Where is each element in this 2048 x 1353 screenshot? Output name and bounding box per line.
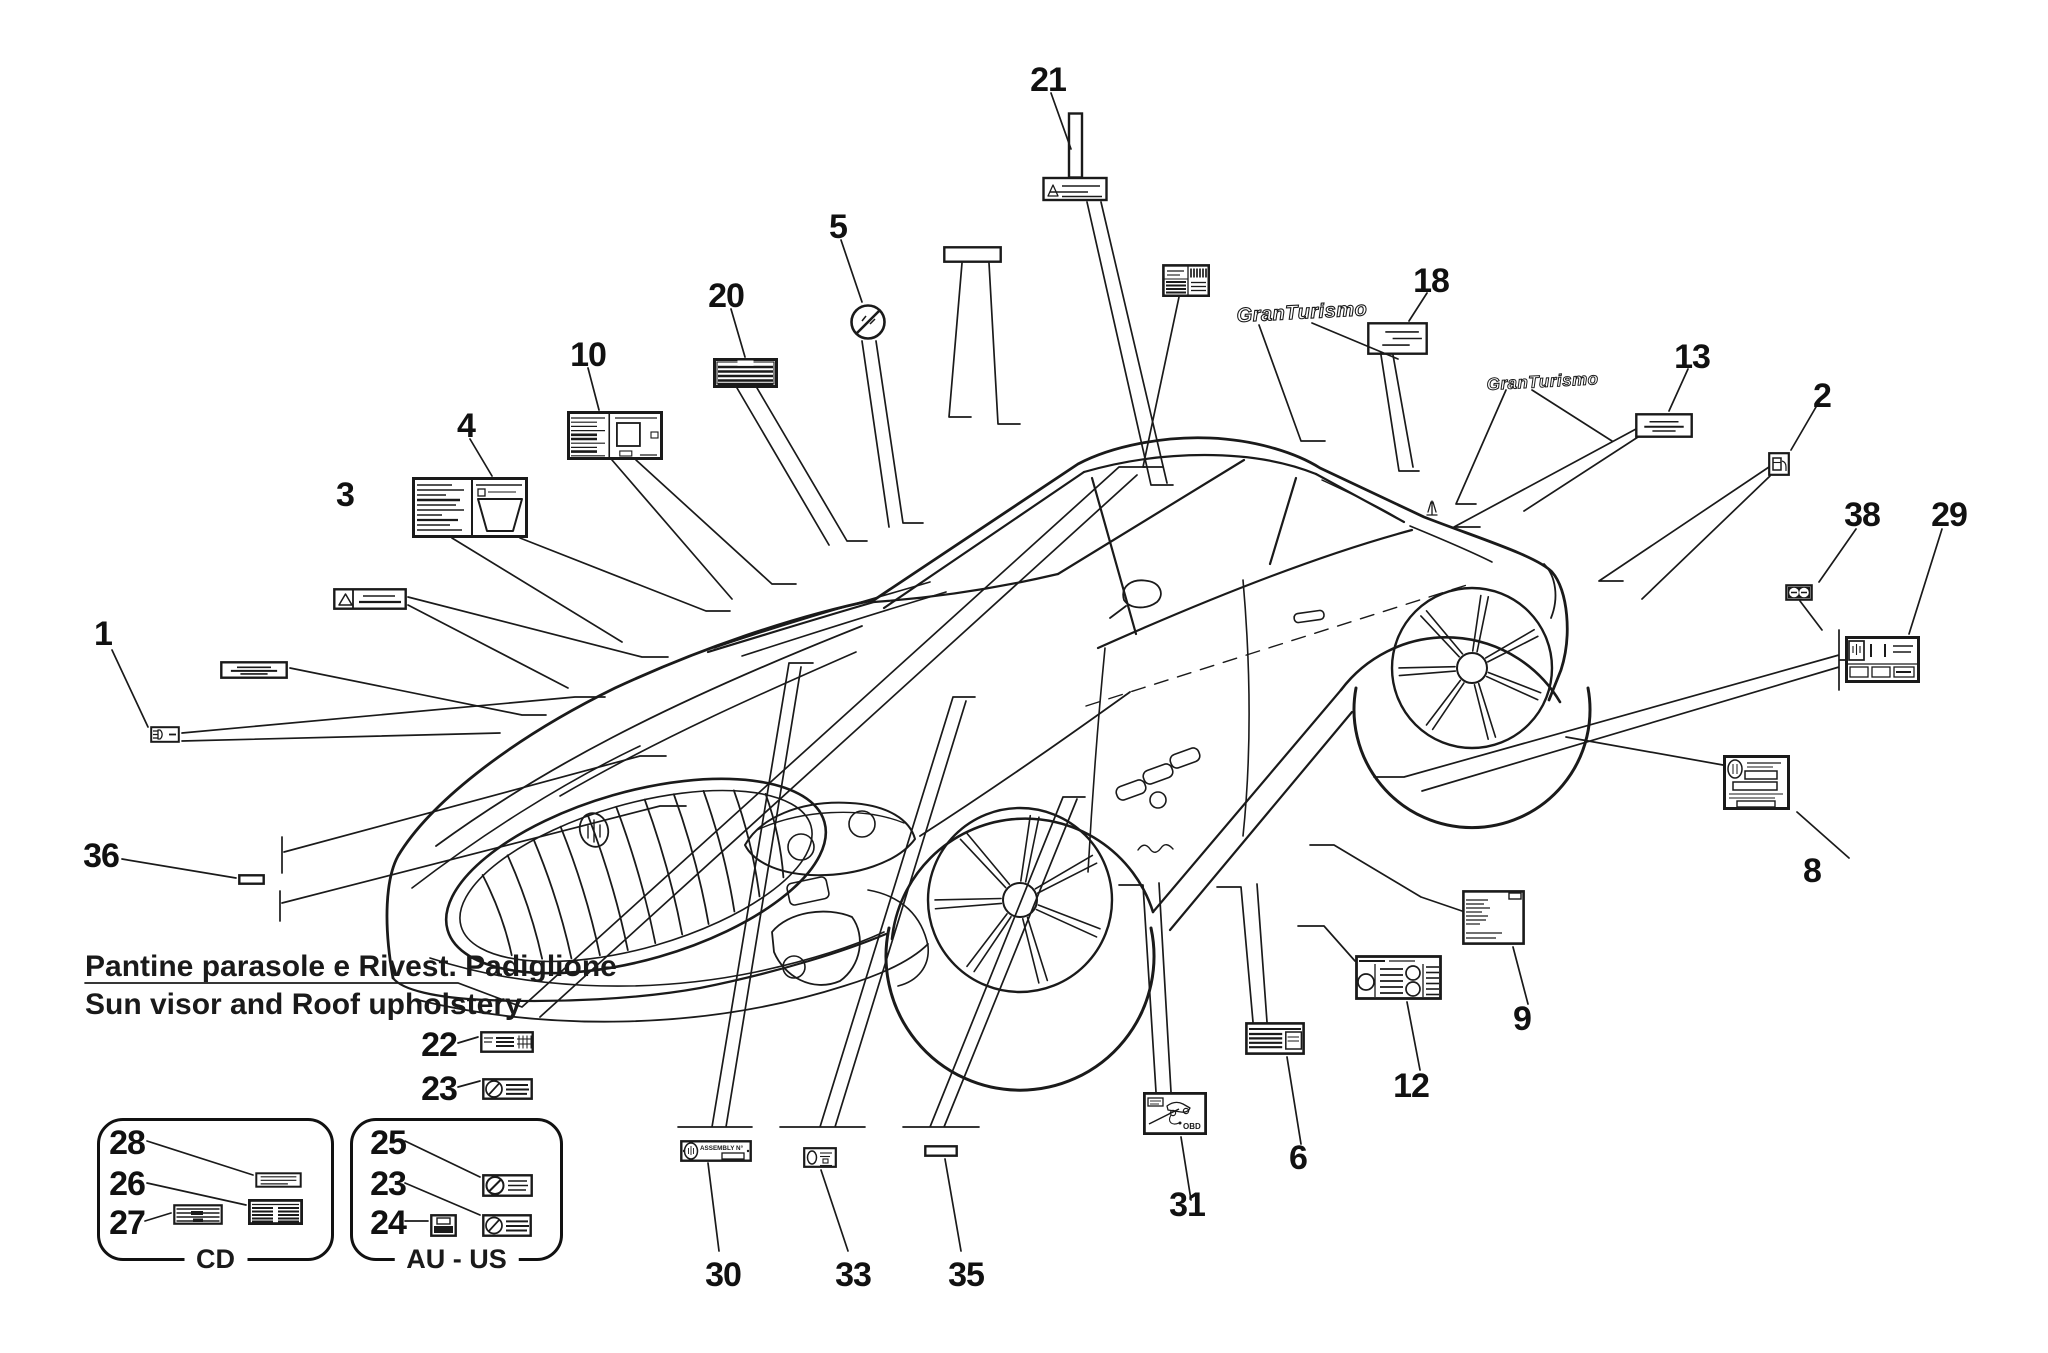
group-box-cd-label: CD <box>184 1244 247 1275</box>
label-icon-22-stripes-grid <box>480 1031 534 1053</box>
callout-number-9[interactable]: 9 <box>1513 1000 1532 1038</box>
callout-number-36[interactable]: 36 <box>83 837 120 875</box>
label-icon-28-lines3 <box>255 1172 302 1188</box>
callout-number-21[interactable]: 21 <box>1030 61 1067 99</box>
label-icon-8-cert-plate <box>1723 755 1790 810</box>
label-icon-4-doc-funnel <box>412 477 528 538</box>
label-icon-3-warn-lines <box>333 588 407 610</box>
caption-english: Sun visor and Roof upholstery <box>85 988 522 1021</box>
label-icon-35-plain <box>924 1145 958 1157</box>
label-icon-10-info-card <box>567 411 663 460</box>
label-icon-38-coins <box>1785 584 1813 601</box>
callout-number-26[interactable]: 26 <box>109 1165 146 1203</box>
svg-text:OBD: OBD <box>1183 1122 1201 1131</box>
label-icon-6-stripes-box <box>1245 1022 1305 1055</box>
label-icon-23-nosmoke-stripes <box>482 1078 533 1100</box>
label-icon-extra-plain <box>943 246 1002 263</box>
label-icon-21-t-post <box>1042 112 1108 202</box>
callout-number-5[interactable]: 5 <box>829 208 848 246</box>
label-icon-12-tire-label <box>1355 955 1442 1000</box>
label-icon-23-nosmoke-stripes <box>482 1214 532 1237</box>
label-icon-25-nosmoke-lines <box>482 1174 533 1197</box>
callout-number-1[interactable]: 1 <box>94 615 113 653</box>
label-icon-13-lines-center <box>1635 413 1693 438</box>
callout-number-23[interactable]: 23 <box>421 1070 458 1108</box>
group-box-cd: CD <box>97 1118 334 1275</box>
callout-number-3[interactable]: 3 <box>336 476 355 514</box>
label-icon-9-doc-corner <box>1462 890 1525 945</box>
callout-number-33[interactable]: 33 <box>835 1256 872 1294</box>
label-icon-36-plain <box>238 874 265 885</box>
callout-number-12[interactable]: 12 <box>1393 1067 1430 1105</box>
label-icon-27-stripes-marks <box>173 1204 223 1225</box>
granturismo-badge-2: GranTurismo <box>1486 369 1599 394</box>
callout-number-8[interactable]: 8 <box>1803 852 1822 890</box>
svg-text:ASSEMBLY N°: ASSEMBLY N° <box>700 1144 744 1152</box>
granturismo-badge-1: GranTurismo <box>1236 298 1368 327</box>
label-icon-26-twin-stripes <box>248 1199 303 1225</box>
label-icon-extra-lines-center <box>220 661 288 679</box>
label-icon-29-vin-plate <box>1845 636 1920 683</box>
label-icon-18-lines-right <box>1367 322 1428 355</box>
callout-number-10[interactable]: 10 <box>570 336 607 374</box>
label-icon-31-obd-card: OBD <box>1143 1092 1207 1135</box>
callout-number-25[interactable]: 25 <box>370 1124 407 1162</box>
caption-italian: Pantine parasole e Rivest. Padiglione <box>85 950 617 983</box>
callout-number-38[interactable]: 38 <box>1844 496 1881 534</box>
callout-number-22[interactable]: 22 <box>421 1026 458 1064</box>
callout-number-18[interactable]: 18 <box>1413 262 1450 300</box>
label-icon-1-headlamp <box>150 726 180 743</box>
callout-number-27[interactable]: 27 <box>109 1204 146 1242</box>
callout-number-24[interactable]: 24 <box>370 1204 407 1242</box>
label-icon-30-assembly-plate: ASSEMBLY N° <box>680 1140 752 1162</box>
callout-number-29[interactable]: 29 <box>1931 496 1968 534</box>
label-icon-extra-grid-card <box>1162 264 1210 297</box>
group-box-au-us-label: AU - US <box>394 1244 519 1275</box>
callout-number-30[interactable]: 30 <box>705 1256 742 1294</box>
callout-number-2[interactable]: 2 <box>1813 377 1832 415</box>
label-icon-2-fuel <box>1768 452 1790 476</box>
callout-number-28[interactable]: 28 <box>109 1124 146 1162</box>
label-icon-5-no-circle <box>849 303 887 341</box>
callout-number-23[interactable]: 23 <box>370 1165 407 1203</box>
group-box-au-us: AU - US <box>350 1118 563 1275</box>
callout-number-20[interactable]: 20 <box>708 277 745 315</box>
callout-number-35[interactable]: 35 <box>948 1256 985 1294</box>
leader-lines <box>84 92 1943 1252</box>
label-icon-20-stripes-notch <box>713 358 778 388</box>
callout-number-31[interactable]: 31 <box>1169 1186 1206 1224</box>
label-icon-24-dark-tab <box>430 1214 457 1237</box>
label-icon-33-oval-card <box>803 1147 837 1168</box>
callout-number-13[interactable]: 13 <box>1674 338 1711 376</box>
callout-number-4[interactable]: 4 <box>457 407 476 445</box>
callout-number-6[interactable]: 6 <box>1289 1139 1308 1177</box>
